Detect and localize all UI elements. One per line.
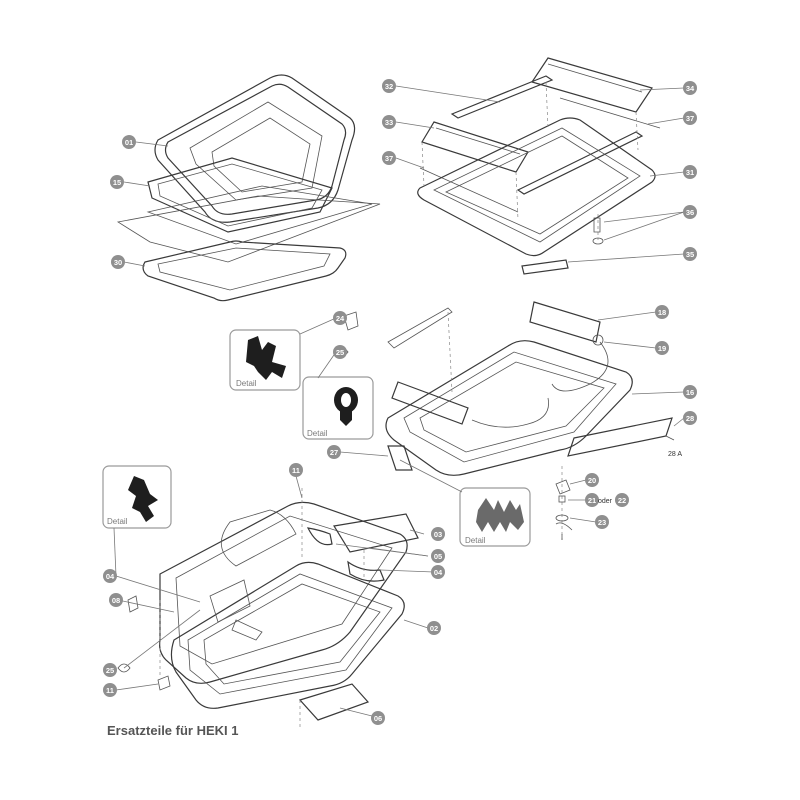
callout-28: 28 (683, 411, 697, 425)
callout-27: 27 (327, 445, 341, 459)
svg-text:04: 04 (106, 572, 115, 581)
callout-18: 18 (655, 305, 669, 319)
svg-text:08: 08 (112, 596, 120, 605)
callout-01: 01 (122, 135, 136, 149)
detail-label-24: Detail (236, 379, 257, 388)
assembly-middle (335, 301, 675, 540)
oder-label: oder (598, 498, 613, 505)
callout-06: 06 (371, 711, 385, 725)
svg-text:06: 06 (374, 714, 382, 723)
callout-05: 05 (431, 549, 445, 563)
svg-text:20: 20 (588, 476, 596, 485)
callout-32: 32 (382, 79, 396, 93)
svg-text:11: 11 (292, 466, 300, 475)
svg-text:32: 32 (385, 82, 393, 91)
detail-label-04: Detail (107, 517, 128, 526)
detail-inset-25: Detail (302, 376, 374, 440)
svg-text:25: 25 (336, 348, 344, 357)
callout-25-middle: 25 (333, 345, 347, 359)
callout-34: 34 (683, 81, 697, 95)
callout-35: 35 (683, 247, 697, 261)
svg-text:01: 01 (125, 138, 133, 147)
callout-16: 16 (683, 385, 697, 399)
svg-text:35: 35 (686, 250, 694, 259)
svg-text:31: 31 (686, 168, 694, 177)
svg-text:33: 33 (385, 118, 393, 127)
svg-text:24: 24 (336, 314, 345, 323)
svg-text:34: 34 (686, 84, 695, 93)
svg-text:19: 19 (658, 344, 666, 353)
detail-label-25: Detail (307, 429, 328, 438)
callout-30: 30 (111, 255, 125, 269)
callout-37-left: 37 (382, 151, 396, 165)
callout-20: 20 (585, 473, 599, 487)
callout-04-right: 04 (431, 565, 445, 579)
svg-text:16: 16 (686, 388, 694, 397)
callout-33: 33 (382, 115, 396, 129)
part-28a-label: 28 A (668, 451, 682, 458)
callout-21: 21 (585, 493, 599, 507)
svg-text:04: 04 (434, 568, 443, 577)
svg-text:23: 23 (598, 518, 606, 527)
svg-text:37: 37 (686, 114, 694, 123)
svg-text:30: 30 (114, 258, 122, 267)
leader-lines (113, 85, 685, 717)
callout-37-right: 37 (683, 111, 697, 125)
svg-text:03: 03 (434, 530, 442, 539)
callout-08: 08 (109, 593, 123, 607)
svg-text:37: 37 (385, 154, 393, 163)
svg-text:11: 11 (106, 686, 114, 695)
callout-22: 22 (615, 493, 629, 507)
callout-31: 31 (683, 165, 697, 179)
detail-inset-27: Detail (459, 487, 531, 547)
callout-03: 03 (431, 527, 445, 541)
assembly-top-left (116, 74, 381, 302)
callout-11-top: 11 (289, 463, 303, 477)
detail-label-27: Detail (465, 536, 486, 545)
callout-11-bottom: 11 (103, 683, 117, 697)
assembly-bottom (117, 488, 419, 730)
svg-text:05: 05 (434, 552, 442, 561)
svg-text:21: 21 (588, 496, 596, 505)
callout-bubbles: 01 15 30 32 33 37 34 37 31 36 35 24 25 1… (103, 79, 697, 725)
svg-text:22: 22 (618, 496, 626, 505)
callout-02: 02 (427, 621, 441, 635)
callout-04-left: 04 (103, 569, 117, 583)
detail-inset-04: Detail (102, 465, 172, 529)
svg-text:25: 25 (106, 666, 114, 675)
callout-24: 24 (333, 311, 347, 325)
svg-text:02: 02 (430, 624, 438, 633)
svg-text:18: 18 (658, 308, 666, 317)
callout-23: 23 (595, 515, 609, 529)
detail-inset-24: Detail (229, 329, 301, 391)
svg-text:28: 28 (686, 414, 694, 423)
callout-25-bottom: 25 (103, 663, 117, 677)
callout-36: 36 (683, 205, 697, 219)
svg-text:15: 15 (113, 178, 121, 187)
diagram-caption: Ersatzteile für HEKI 1 (107, 723, 239, 738)
svg-text:36: 36 (686, 208, 694, 217)
callout-19: 19 (655, 341, 669, 355)
svg-text:27: 27 (330, 448, 338, 457)
assembly-top-right (417, 57, 661, 275)
callout-15: 15 (110, 175, 124, 189)
